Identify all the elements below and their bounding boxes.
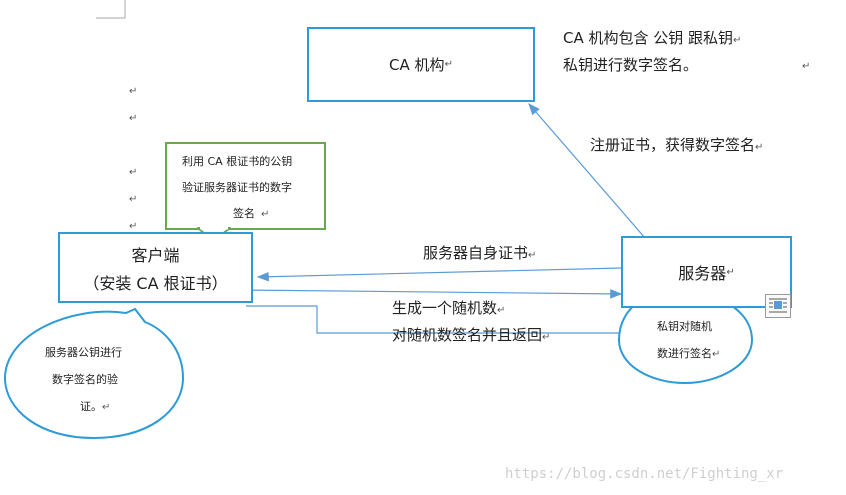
callout-line-3: 签名	[233, 207, 255, 220]
sign-return-label: 对随机数签名并且返回↵	[392, 326, 551, 344]
paragraph-mark: ↵	[129, 86, 138, 97]
right-ellipse-line-2: 数进行签名↵	[657, 347, 721, 360]
paragraph-mark: ↵	[129, 113, 138, 124]
layout-options-icon[interactable]	[765, 294, 791, 318]
ca-note-line-1: CA 机构包含 公钥 跟私钥↵	[563, 29, 742, 47]
client-box: 客户端 （安装 CA 根证书）	[58, 232, 253, 303]
callout-line-2: 验证服务器证书的数字	[182, 181, 292, 194]
paragraph-mark: ↵	[129, 221, 138, 232]
client-callout	[165, 142, 326, 229]
paragraph-mark: ↵	[129, 167, 138, 178]
callout-line-1: 利用 CA 根证书的公钥	[182, 155, 293, 168]
signed-return-line	[246, 305, 619, 334]
client-sublabel: （安装 CA 根证书）	[83, 273, 228, 293]
paragraph-mark: ↵	[129, 194, 138, 205]
watermark: https://blog.csdn.net/Fighting_xr	[505, 466, 784, 482]
random-number-label: 生成一个随机数↵	[392, 299, 506, 317]
server-cert-arrow	[256, 267, 622, 282]
left-ellipse-line-2: 数字签名的验	[52, 373, 118, 386]
random-number-arrow	[244, 289, 623, 299]
register-label: 注册证书，获得数字签名↵	[590, 136, 764, 154]
register-arrow	[528, 103, 646, 239]
left-ellipse-line-1: 服务器公钥进行	[45, 346, 122, 359]
server-cert-label: 服务器自身证书↵	[423, 244, 537, 262]
ca-note-line-2: 私钥进行数字签名。	[563, 56, 699, 74]
ca-box: CA 机构 ↵	[307, 27, 535, 102]
server-box: 服务器 ↵	[621, 236, 792, 308]
paragraph-mark: ↵	[261, 209, 270, 220]
server-label: 服务器	[678, 264, 727, 283]
paragraph-mark: ↵	[444, 59, 453, 70]
right-ellipse-line-1: 私钥对随机	[657, 320, 712, 333]
paragraph-mark: ↵	[802, 61, 811, 72]
left-ellipse-line-3: 证。↵	[80, 400, 111, 413]
left-ellipse-shape	[3, 307, 185, 440]
ca-box-label: CA 机构	[389, 56, 445, 74]
client-label: 客户端	[131, 245, 180, 265]
page-corner-mark	[96, 0, 126, 19]
